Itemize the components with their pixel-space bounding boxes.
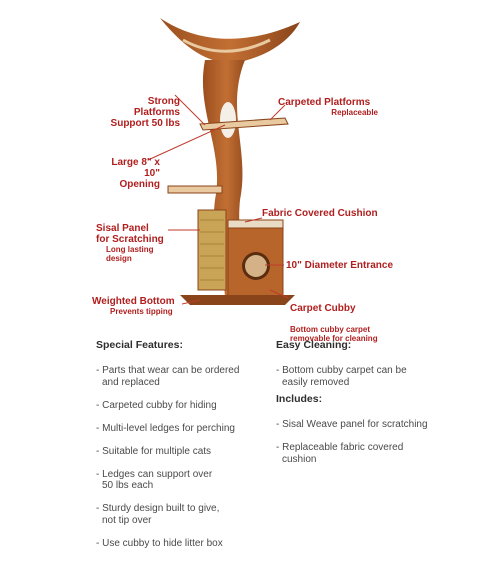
section-heading: Includes: [276, 393, 323, 405]
cleaning-list: - Bottom cubby carpet can be easily remo… [276, 354, 446, 400]
special-features-section: Special Features: - Parts that wear can … [96, 339, 271, 561]
list-item: - Sisal Weave panel for scratching [276, 419, 428, 430]
list-item: - Bottom cubby carpet can be easily remo… [276, 365, 407, 388]
product-infographic: Strong Platforms Support 50 lbs Carpeted… [92, 18, 451, 549]
list-item: - Suitable for multiple cats [96, 445, 212, 457]
list-item: - Replaceable fabric covered cushion [276, 442, 404, 465]
callout-sisal-panel: Sisal Panel for Scratching Long lasting … [96, 212, 171, 274]
callout-title: Carpet Cubby [290, 303, 356, 314]
mid-platform [199, 117, 289, 131]
callout-title: Fabric Covered Cushion [262, 208, 378, 219]
list-item: - Carpeted cubby for hiding [96, 399, 217, 411]
top-platform [160, 18, 300, 63]
callout-carpeted-platforms: Carpeted Platforms Replaceable [278, 97, 388, 117]
includes-section: Includes: - Sisal Weave panel for scratc… [276, 393, 451, 477]
callout-diameter-entrance: 10" Diameter Entrance [286, 260, 416, 271]
callout-large-opening: Large 8" x 10" Opening [100, 146, 160, 190]
section-heading: Special Features: [96, 339, 183, 351]
callout-carpet-cubby: Carpet Cubby Bottom cubby carpet removab… [290, 292, 400, 354]
fabric-cushion [227, 219, 284, 229]
list-item: - Use cubby to hide litter box [96, 537, 223, 549]
callout-fabric-cushion: Fabric Covered Cushion [262, 208, 392, 219]
callout-title: Sisal Panel for Scratching [96, 223, 164, 245]
large-opening [220, 102, 236, 138]
callout-title: Strong Platforms Support 50 lbs [110, 96, 180, 129]
includes-list: - Sisal Weave panel for scratching - Rep… [276, 408, 451, 477]
callout-title: Carpeted Platforms [278, 97, 371, 108]
carpet-cubby [227, 224, 284, 298]
callout-strong-platforms: Strong Platforms Support 50 lbs [100, 85, 180, 129]
callout-weighted-bottom: Weighted Bottom Prevents tipping [92, 296, 182, 316]
callout-title: Large 8" x 10" Opening [111, 157, 160, 190]
callout-title: Weighted Bottom [92, 296, 175, 307]
sisal-panel [197, 209, 227, 291]
feature-list: - Parts that wear can be ordered and rep… [96, 354, 271, 561]
list-item: - Parts that wear can be ordered and rep… [96, 365, 240, 388]
section-heading: Easy Cleaning: [276, 339, 352, 351]
lower-platform [167, 185, 223, 194]
weighted-base [180, 295, 295, 305]
callout-subtitle: Prevents tipping [110, 307, 173, 316]
list-item: - Sturdy design built to give, not tip o… [96, 503, 220, 526]
list-item: - Multi-level ledges for perching [96, 422, 235, 434]
callout-subtitle: Bottom cubby carpet removable for cleani… [290, 325, 378, 343]
callout-subtitle: Replaceable [331, 108, 378, 117]
callout-subtitle: Long lasting design [106, 245, 154, 263]
list-item: - Ledges can support over 50 lbs each [96, 468, 213, 492]
callout-title: 10" Diameter Entrance [286, 260, 394, 271]
easy-cleaning-section: Easy Cleaning: - Bottom cubby carpet can… [276, 339, 446, 400]
cat-tree-illustration [147, 18, 300, 305]
